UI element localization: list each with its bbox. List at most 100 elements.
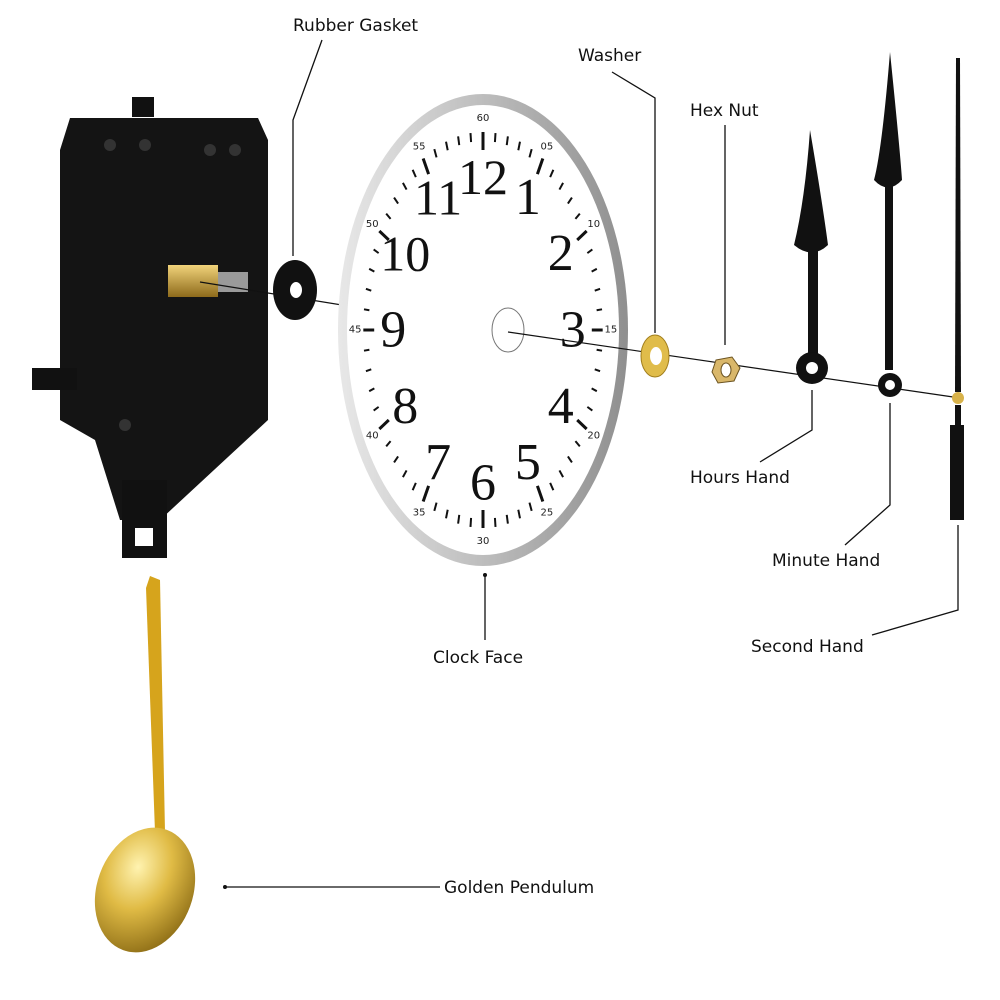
label-washer: Washer	[578, 46, 641, 66]
minute-tick	[411, 169, 417, 178]
leader-rubber-gasket	[292, 39, 323, 256]
minute-numeral: 40	[366, 430, 379, 441]
minute-tick	[378, 229, 390, 242]
label-minute-hand: Minute Hand	[772, 551, 880, 571]
minute-numeral: 60	[477, 113, 490, 124]
hour-numeral: 11	[414, 169, 462, 225]
minute-tick	[402, 469, 408, 478]
minute-tick	[402, 182, 408, 191]
minute-tick	[373, 406, 380, 412]
minute-numeral: 55	[413, 141, 426, 152]
minute-tick	[433, 502, 438, 512]
minute-tick	[558, 182, 564, 191]
minute-tick	[393, 455, 399, 464]
minute-tick	[378, 418, 390, 431]
minute-tick	[535, 485, 545, 502]
second-hand	[950, 58, 964, 520]
hour-numeral: 7	[425, 434, 451, 491]
minute-numeral: 20	[587, 430, 600, 441]
hour-numeral: 1	[515, 169, 541, 226]
minute-tick	[596, 348, 603, 352]
minute-numeral: 25	[541, 508, 554, 519]
minute-tick	[517, 141, 521, 151]
minute-tick	[586, 248, 593, 254]
label-hex-nut: Hex Nut	[690, 101, 759, 121]
leader-second-hand	[871, 525, 959, 636]
minute-tick	[567, 455, 573, 464]
minute-tick	[445, 509, 449, 519]
rubber-gasket	[273, 260, 317, 320]
minute-tick	[457, 136, 461, 146]
minute-tick	[493, 133, 497, 143]
label-golden-pendulum: Golden Pendulum	[444, 878, 594, 898]
hex-nut	[711, 356, 741, 384]
hour-numeral: 10	[380, 226, 430, 282]
minute-tick	[363, 348, 370, 352]
washer	[640, 334, 670, 378]
minute-tick	[549, 482, 555, 491]
minute-tick	[505, 514, 509, 524]
hour-numeral: 6	[470, 455, 496, 512]
minute-tick	[528, 148, 533, 158]
minute-tick	[594, 368, 601, 373]
label-second-hand: Second Hand	[751, 637, 864, 657]
hour-numeral: 9	[380, 302, 406, 359]
minute-tick	[457, 514, 461, 524]
minute-hand	[874, 52, 902, 397]
minute-tick	[445, 141, 449, 151]
minute-tick	[385, 440, 392, 448]
hour-numeral: 8	[392, 378, 418, 435]
hour-numeral: 2	[548, 225, 574, 282]
minute-tick	[596, 308, 603, 312]
leader-hours-hand	[759, 390, 813, 463]
minute-tick	[368, 387, 375, 393]
minute-tick	[528, 502, 533, 512]
minute-tick	[493, 517, 497, 527]
minute-tick	[591, 267, 598, 273]
minute-tick	[365, 368, 372, 373]
minute-tick	[469, 517, 473, 527]
minute-numeral: 15	[604, 325, 617, 336]
minute-numeral: 45	[349, 325, 362, 336]
minute-tick	[574, 440, 581, 448]
minute-tick	[549, 169, 555, 178]
hour-numeral: 4	[548, 378, 574, 435]
minute-tick	[558, 469, 564, 478]
minute-numeral: 05	[541, 141, 554, 152]
minute-numeral: 30	[477, 536, 490, 547]
hours-hand	[794, 130, 828, 384]
minute-tick	[433, 148, 438, 158]
minute-tick	[421, 485, 431, 502]
minute-tick	[591, 387, 598, 393]
minute-tick	[469, 133, 473, 143]
minute-tick	[363, 308, 370, 312]
hour-numeral: 5	[515, 434, 541, 491]
label-hours-hand: Hours Hand	[690, 468, 790, 488]
minute-numeral: 35	[413, 508, 426, 519]
minute-numeral: 10	[587, 219, 600, 230]
minute-tick	[567, 196, 573, 205]
minute-tick	[373, 248, 380, 254]
hour-numeral: 12	[458, 149, 508, 205]
minute-tick	[576, 229, 588, 242]
minute-tick	[368, 267, 375, 273]
minute-tick	[586, 406, 593, 412]
minute-tick	[517, 509, 521, 519]
golden-pendulum	[94, 576, 196, 953]
minute-tick	[576, 418, 588, 431]
minute-numeral: 50	[366, 219, 379, 230]
minute-tick	[574, 212, 581, 220]
label-clock-face: Clock Face	[433, 648, 523, 668]
minute-tick	[393, 196, 399, 205]
label-rubber-gasket: Rubber Gasket	[293, 16, 418, 36]
leader-washer	[611, 71, 656, 333]
minute-tick	[421, 158, 431, 175]
leader-minute-hand	[844, 403, 891, 546]
minute-tick	[365, 287, 372, 292]
minute-tick	[505, 136, 509, 146]
minute-tick	[385, 212, 392, 220]
minute-tick	[594, 287, 601, 292]
